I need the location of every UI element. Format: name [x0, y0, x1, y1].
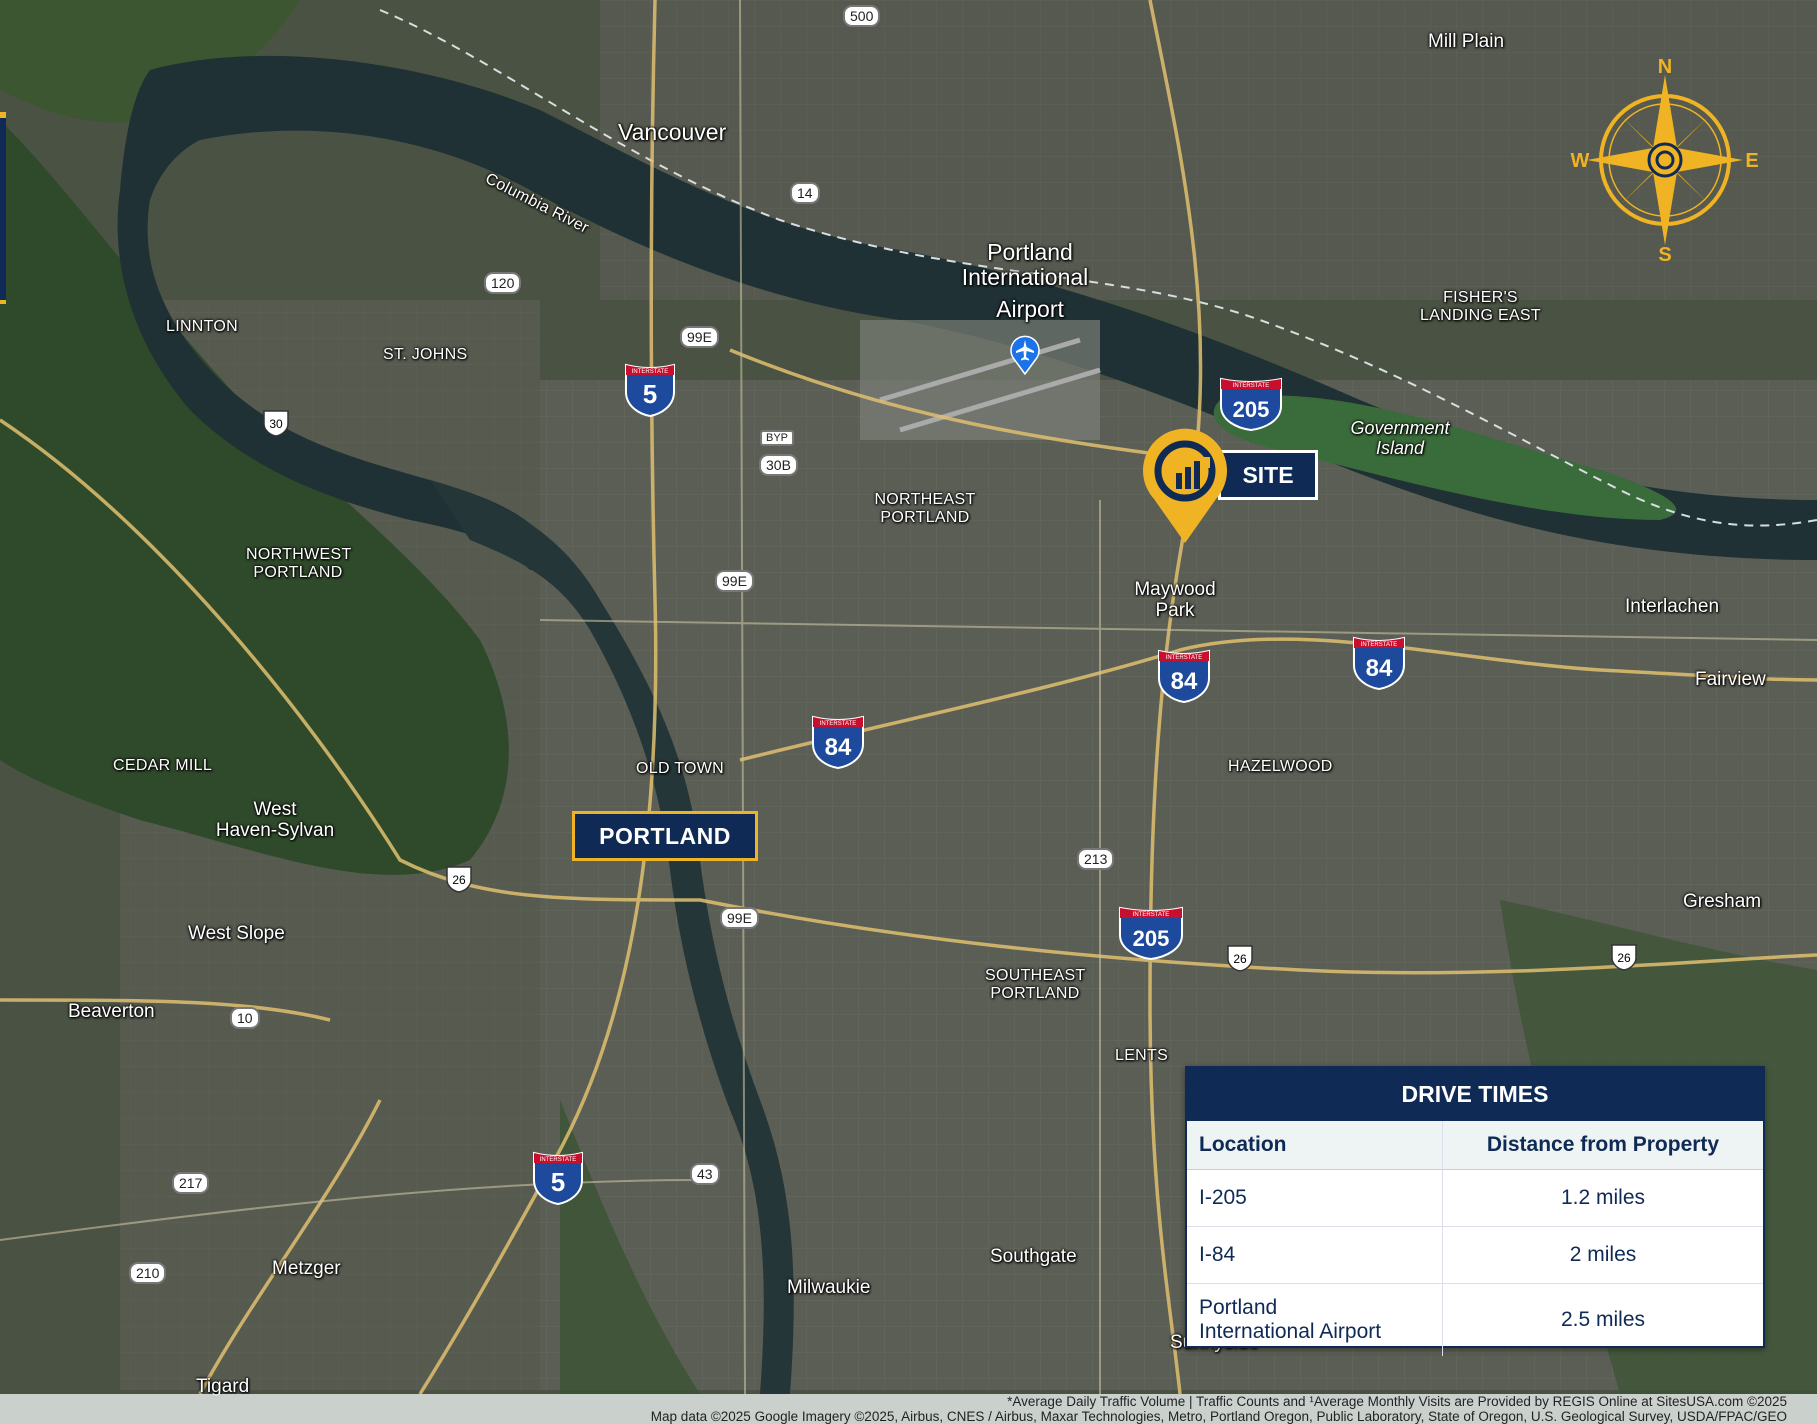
interstate-205-shield: INTERSTATE 205: [1220, 377, 1282, 432]
svg-text:84: 84: [1171, 668, 1198, 695]
route-500-marker: 500: [843, 5, 881, 27]
compass-south: S: [1658, 244, 1671, 265]
route-99e-marker: 99E: [680, 326, 719, 348]
route-217-marker: 217: [172, 1172, 210, 1194]
us-26-shield: 26: [1611, 944, 1637, 971]
route-210-marker: 210: [129, 1262, 167, 1284]
column-header-location: Location: [1187, 1121, 1443, 1170]
interstate-205-shield: INTERSTATE 205: [1119, 906, 1183, 961]
label-west-slope: West Slope: [188, 923, 285, 944]
table-row: Portland International Airport 2.5 miles: [1187, 1283, 1763, 1356]
route-10-marker: 10: [230, 1007, 260, 1029]
route-99e-marker: 99E: [720, 907, 759, 929]
label-vancouver: Vancouver: [618, 119, 727, 145]
svg-text:INTERSTATE: INTERSTATE: [540, 1157, 576, 1163]
edge-accent: [0, 118, 6, 300]
label-airport: Portland International Airport: [961, 239, 1089, 322]
label-milwaukie: Milwaukie: [787, 1277, 871, 1298]
interstate-5-shield: INTERSTATE 5: [625, 363, 675, 418]
label-northeast-portland: NORTHEAST PORTLAND: [874, 491, 976, 526]
svg-text:205: 205: [1133, 926, 1170, 951]
label-hazelwood: HAZELWOOD: [1228, 758, 1333, 775]
route-30b-marker: 30B: [759, 454, 798, 476]
site-callout[interactable]: SITE: [1218, 450, 1318, 500]
drive-times-panel: DRIVE TIMES Location Distance from Prope…: [1185, 1066, 1765, 1356]
route-43-marker: 43: [690, 1163, 720, 1185]
svg-text:84: 84: [825, 734, 852, 761]
interstate-84-shield: INTERSTATE 84: [812, 715, 864, 770]
svg-text:84: 84: [1366, 655, 1393, 682]
column-header-distance: Distance from Property: [1442, 1121, 1763, 1170]
edge-accent: [0, 112, 6, 118]
attribution-line-2: Map data ©2025 Google Imagery ©2025, Air…: [650, 1409, 1787, 1424]
bypass-marker: BYP: [760, 430, 795, 446]
svg-text:INTERSTATE: INTERSTATE: [1361, 642, 1397, 648]
label-lents: LENTS: [1115, 1047, 1169, 1064]
label-southeast-portland: SOUTHEAST PORTLAND: [985, 967, 1086, 1002]
svg-text:26: 26: [452, 873, 466, 887]
svg-text:INTERSTATE: INTERSTATE: [1233, 383, 1269, 389]
drive-times-table: Location Distance from Property I-205 1.…: [1187, 1121, 1763, 1356]
label-st-johns: ST. JOHNS: [383, 346, 468, 363]
svg-text:26: 26: [1617, 951, 1631, 965]
compass-west: W: [1571, 150, 1590, 172]
interstate-84-shield: INTERSTATE 84: [1353, 636, 1405, 691]
table-row: I-84 2 miles: [1187, 1226, 1763, 1284]
attribution-line-1: *Average Daily Traffic Volume | Traffic …: [1007, 1394, 1787, 1409]
label-maywood-park: Maywood Park: [1134, 579, 1216, 621]
label-old-town: OLD TOWN: [636, 760, 725, 777]
route-120-marker: 120: [484, 272, 522, 294]
label-government-island: Government Island: [1350, 418, 1450, 458]
label-metzger: Metzger: [272, 1258, 341, 1279]
label-linnton: LINNTON: [166, 318, 239, 335]
svg-text:205: 205: [1233, 397, 1270, 422]
route-213-marker: 213: [1077, 848, 1115, 870]
table-row: I-205 1.2 miles: [1187, 1169, 1763, 1227]
label-fishers-landing: FISHER'S LANDING EAST: [1420, 289, 1541, 324]
interstate-84-shield: INTERSTATE 84: [1158, 649, 1210, 704]
map-attribution-footer: *Average Daily Traffic Volume | Traffic …: [0, 1394, 1817, 1424]
svg-text:INTERSTATE: INTERSTATE: [632, 369, 668, 375]
label-interlachen: Interlachen: [1625, 596, 1720, 617]
label-northwest-portland: NORTHWEST PORTLAND: [246, 546, 352, 581]
us-26-shield: 26: [446, 866, 472, 893]
site-pin-icon[interactable]: [1140, 427, 1230, 545]
label-mill-plain: Mill Plain: [1428, 31, 1505, 52]
us-30-shield: 30: [263, 410, 289, 437]
svg-text:5: 5: [643, 379, 657, 409]
svg-text:5: 5: [551, 1167, 565, 1197]
interstate-5-shield: INTERSTATE 5: [533, 1151, 583, 1206]
svg-text:INTERSTATE: INTERSTATE: [1133, 912, 1169, 918]
route-14-marker: 14: [790, 182, 820, 204]
route-99e-marker: 99E: [715, 570, 754, 592]
label-gresham: Gresham: [1683, 891, 1762, 912]
svg-text:30: 30: [269, 417, 283, 431]
label-beaverton: Beaverton: [68, 1001, 155, 1022]
portland-callout[interactable]: PORTLAND: [572, 811, 758, 861]
svg-text:26: 26: [1233, 952, 1247, 966]
us-26-shield: 26: [1227, 945, 1253, 972]
svg-text:INTERSTATE: INTERSTATE: [1166, 655, 1202, 661]
label-cedar-mill: CEDAR MILL: [113, 757, 213, 774]
compass-east: E: [1745, 150, 1758, 172]
compass-rose-icon: N S W E: [1571, 56, 1759, 265]
label-fairview: Fairview: [1695, 669, 1766, 690]
svg-text:INTERSTATE: INTERSTATE: [820, 721, 856, 727]
drive-times-title: DRIVE TIMES: [1187, 1068, 1763, 1121]
airport-plane-icon: [1010, 335, 1040, 375]
label-southgate: Southgate: [990, 1246, 1077, 1267]
label-tigard: Tigard: [196, 1376, 250, 1397]
label-west-haven-sylvan: West Haven-Sylvan: [215, 799, 335, 841]
compass-north: N: [1658, 56, 1672, 78]
edge-accent: [0, 300, 6, 304]
